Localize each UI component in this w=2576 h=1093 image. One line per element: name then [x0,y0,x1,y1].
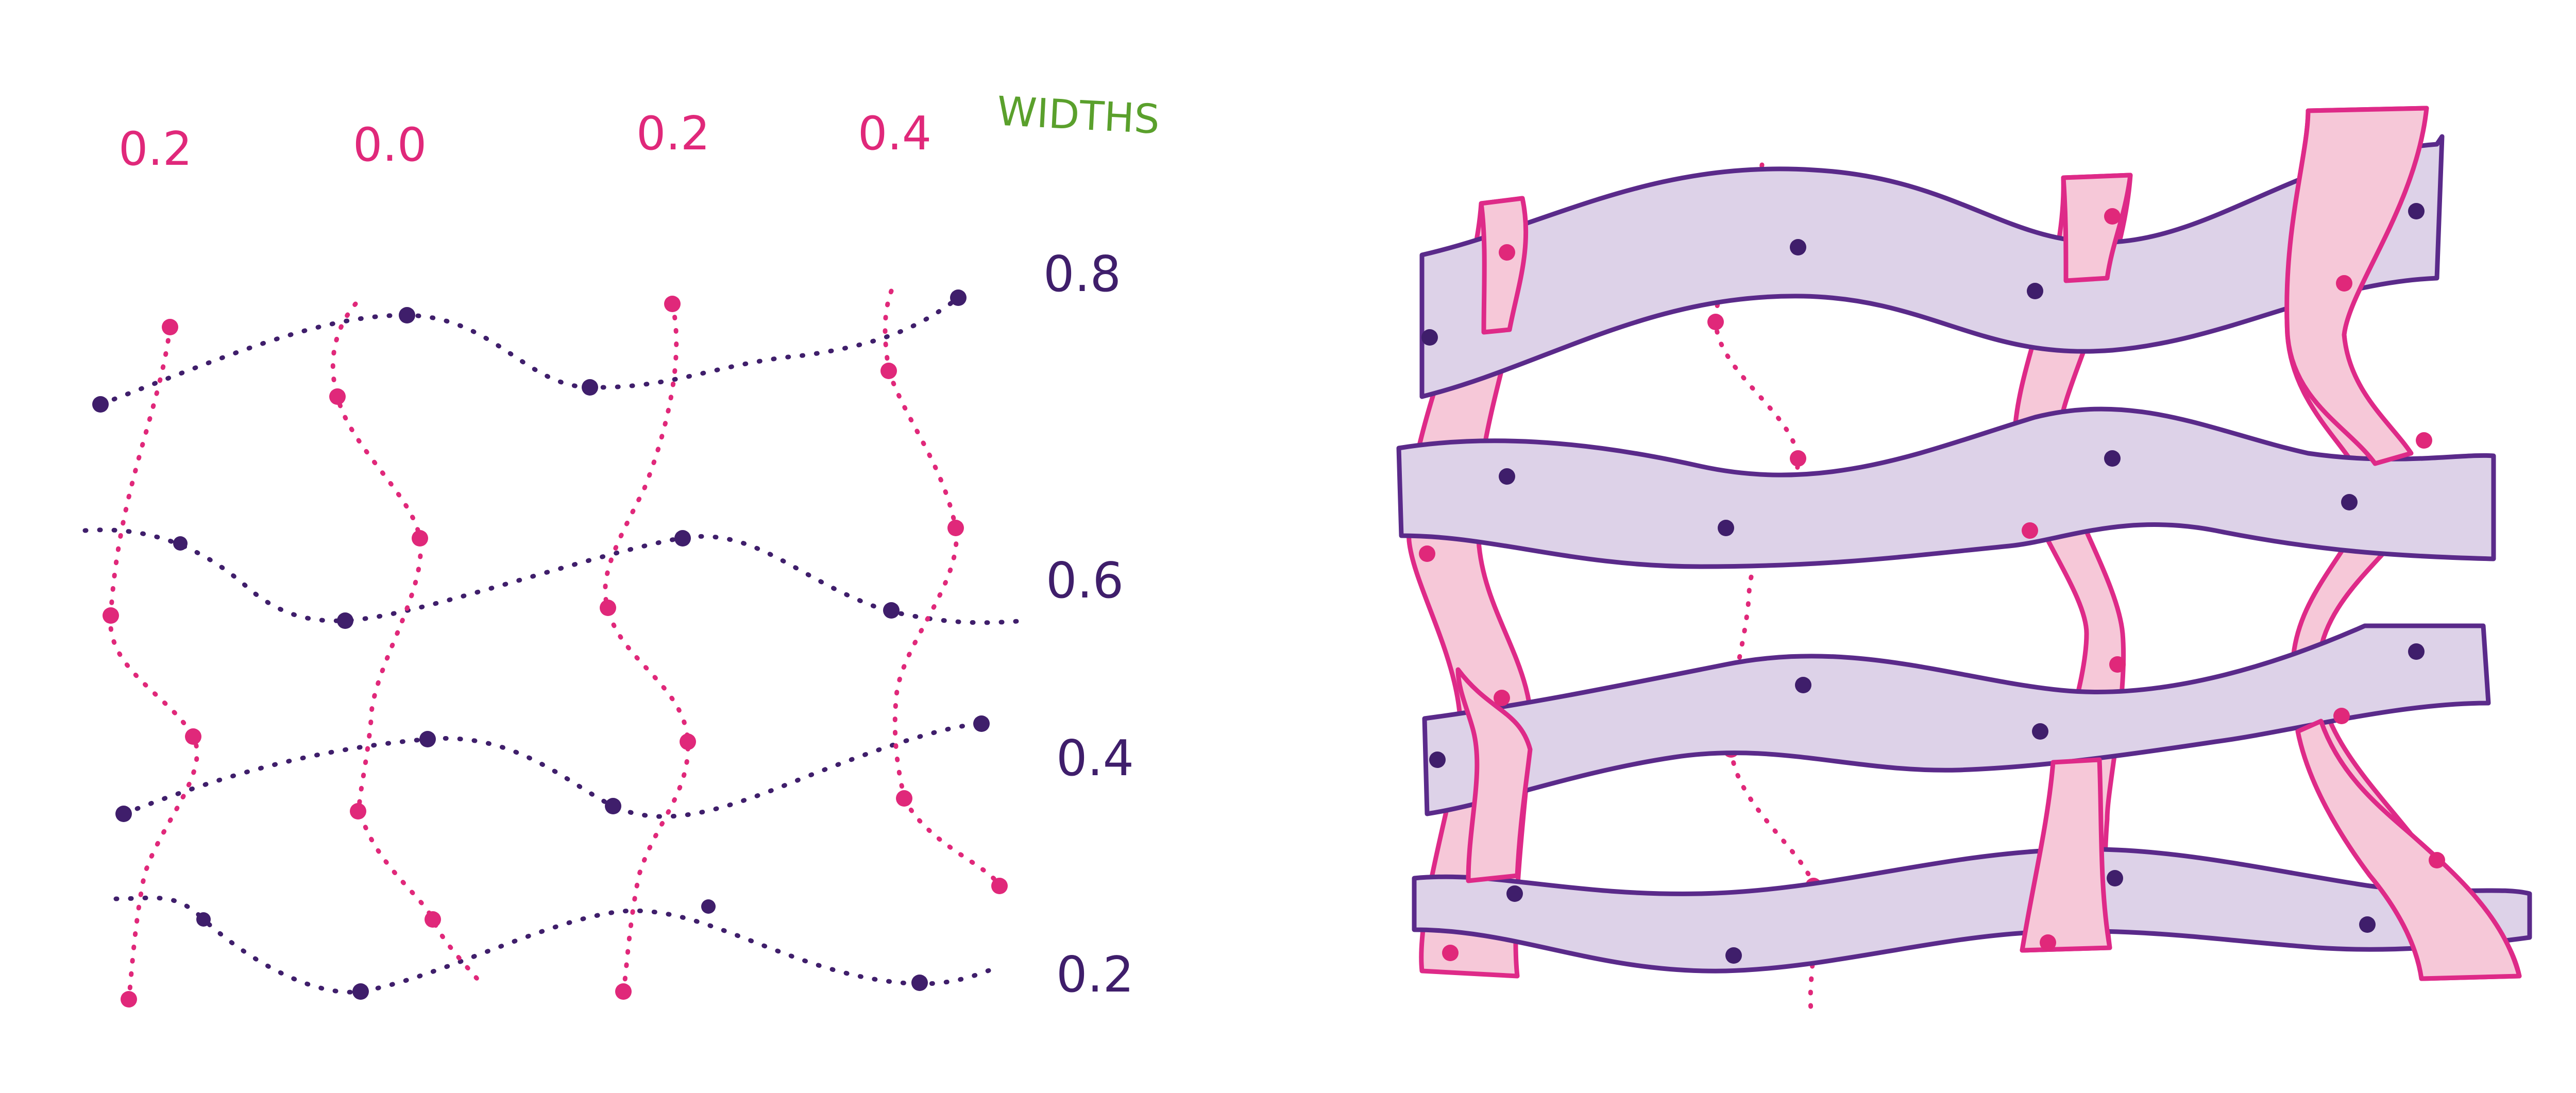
vertical-point [329,388,346,405]
vertical-point [615,983,632,1000]
horizontal-point [2027,283,2043,299]
vertical-width-label-1: 0.2 [118,122,192,176]
vertical-point [947,520,964,536]
vertical-point [2333,708,2350,724]
vertical-point [1707,314,1724,330]
horizontal-ribbon-2 [1396,406,2496,569]
vertical-point [412,530,428,546]
horizontal-thread-1 [98,295,961,407]
horizontal-ribbon-4 [1412,847,2532,974]
vertical-thread-3 [603,301,690,994]
vertical-point [103,607,119,624]
vertical-ribbon-2-over [2020,757,2112,953]
horizontal-point [92,396,109,413]
horizontal-point [115,806,132,822]
horizontal-point [973,715,990,732]
horizontal-point [911,975,928,991]
vertical-ribbon-2 [2061,173,2133,283]
vertical-point [2416,432,2432,449]
horizontal-point [582,379,598,396]
horizontal-point [674,530,691,546]
vertical-point [185,728,201,745]
vertical-point [1499,244,1515,261]
vertical-point [2022,522,2038,539]
horizontal-ribbon-1 [1419,134,2445,399]
horizontal-point [605,798,621,814]
vertical-width-label-4: 0.4 [858,107,931,161]
vertical-ribbon-4-over [2284,106,2429,466]
horizontal-point [1499,468,1515,485]
horizontal-point [419,731,436,747]
horizontal-point [701,899,716,914]
vertical-point [880,363,897,379]
horizontal-width-label-4: 0.2 [1056,947,1134,1003]
vertical-point [2109,656,2126,673]
vertical-ribbon-1-over [1479,196,1529,335]
horizontal-point [1429,752,1446,768]
widths-label: WIDTHS [996,88,1161,143]
vertical-point [350,803,366,819]
horizontal-point [883,602,900,619]
horizontal-point [2341,494,2358,510]
horizontal-width-label-1: 0.8 [1043,246,1121,303]
horizontal-point [196,912,211,927]
horizontal-point [2408,643,2425,660]
horizontal-point [399,307,415,323]
horizontal-point [352,983,369,1000]
vertical-point [2040,934,2056,951]
vertical-point [425,911,441,928]
horizontal-point [173,536,188,551]
horizontal-point [2408,203,2425,219]
horizontal-point [1506,885,1523,902]
horizontal-point [1795,677,1811,693]
vertical-width-label-3: 0.2 [636,107,710,161]
vertical-point [991,878,1008,894]
vertical-point [600,600,616,616]
horizontal-point [2107,870,2123,886]
horizontal-point [2359,916,2376,933]
vertical-point [1419,545,1435,562]
vertical-point [2104,208,2121,225]
vertical-point [1494,690,1510,706]
vertical-point [896,790,912,807]
vertical-ribbon-1-over-2 [1455,667,1533,883]
vertical-width-label-2: 0.0 [353,118,427,172]
horizontal-thread-4 [113,895,1002,995]
vertical-point [664,296,681,312]
horizontal-width-label-2: 0.6 [1046,553,1124,609]
horizontal-point [1725,947,1742,964]
woven-ribbon-panel [1396,106,2532,1012]
horizontal-point [1421,329,1438,346]
vertical-point [1790,450,1806,467]
vertical-point [162,319,178,335]
vertical-point [121,991,137,1007]
horizontal-point [2032,723,2048,740]
horizontal-ribbon-3 [1422,623,2491,816]
horizontal-point [2104,450,2121,467]
vertical-point [1442,945,1459,961]
vertical-point [2429,852,2445,868]
centerline-panel: WIDTHS 0.2 0.0 0.2 0.4 0.8 0.6 0.4 0.2 [82,88,1161,1007]
horizontal-point [337,612,353,629]
vertical-point [680,733,696,750]
horizontal-point [950,289,967,306]
horizontal-point [1790,239,1806,255]
horizontal-point [1718,520,1734,536]
horizontal-width-label-3: 0.4 [1056,730,1134,787]
vertical-point [2336,275,2352,292]
vertical-ribbon-4-over-2 [2295,719,2522,981]
